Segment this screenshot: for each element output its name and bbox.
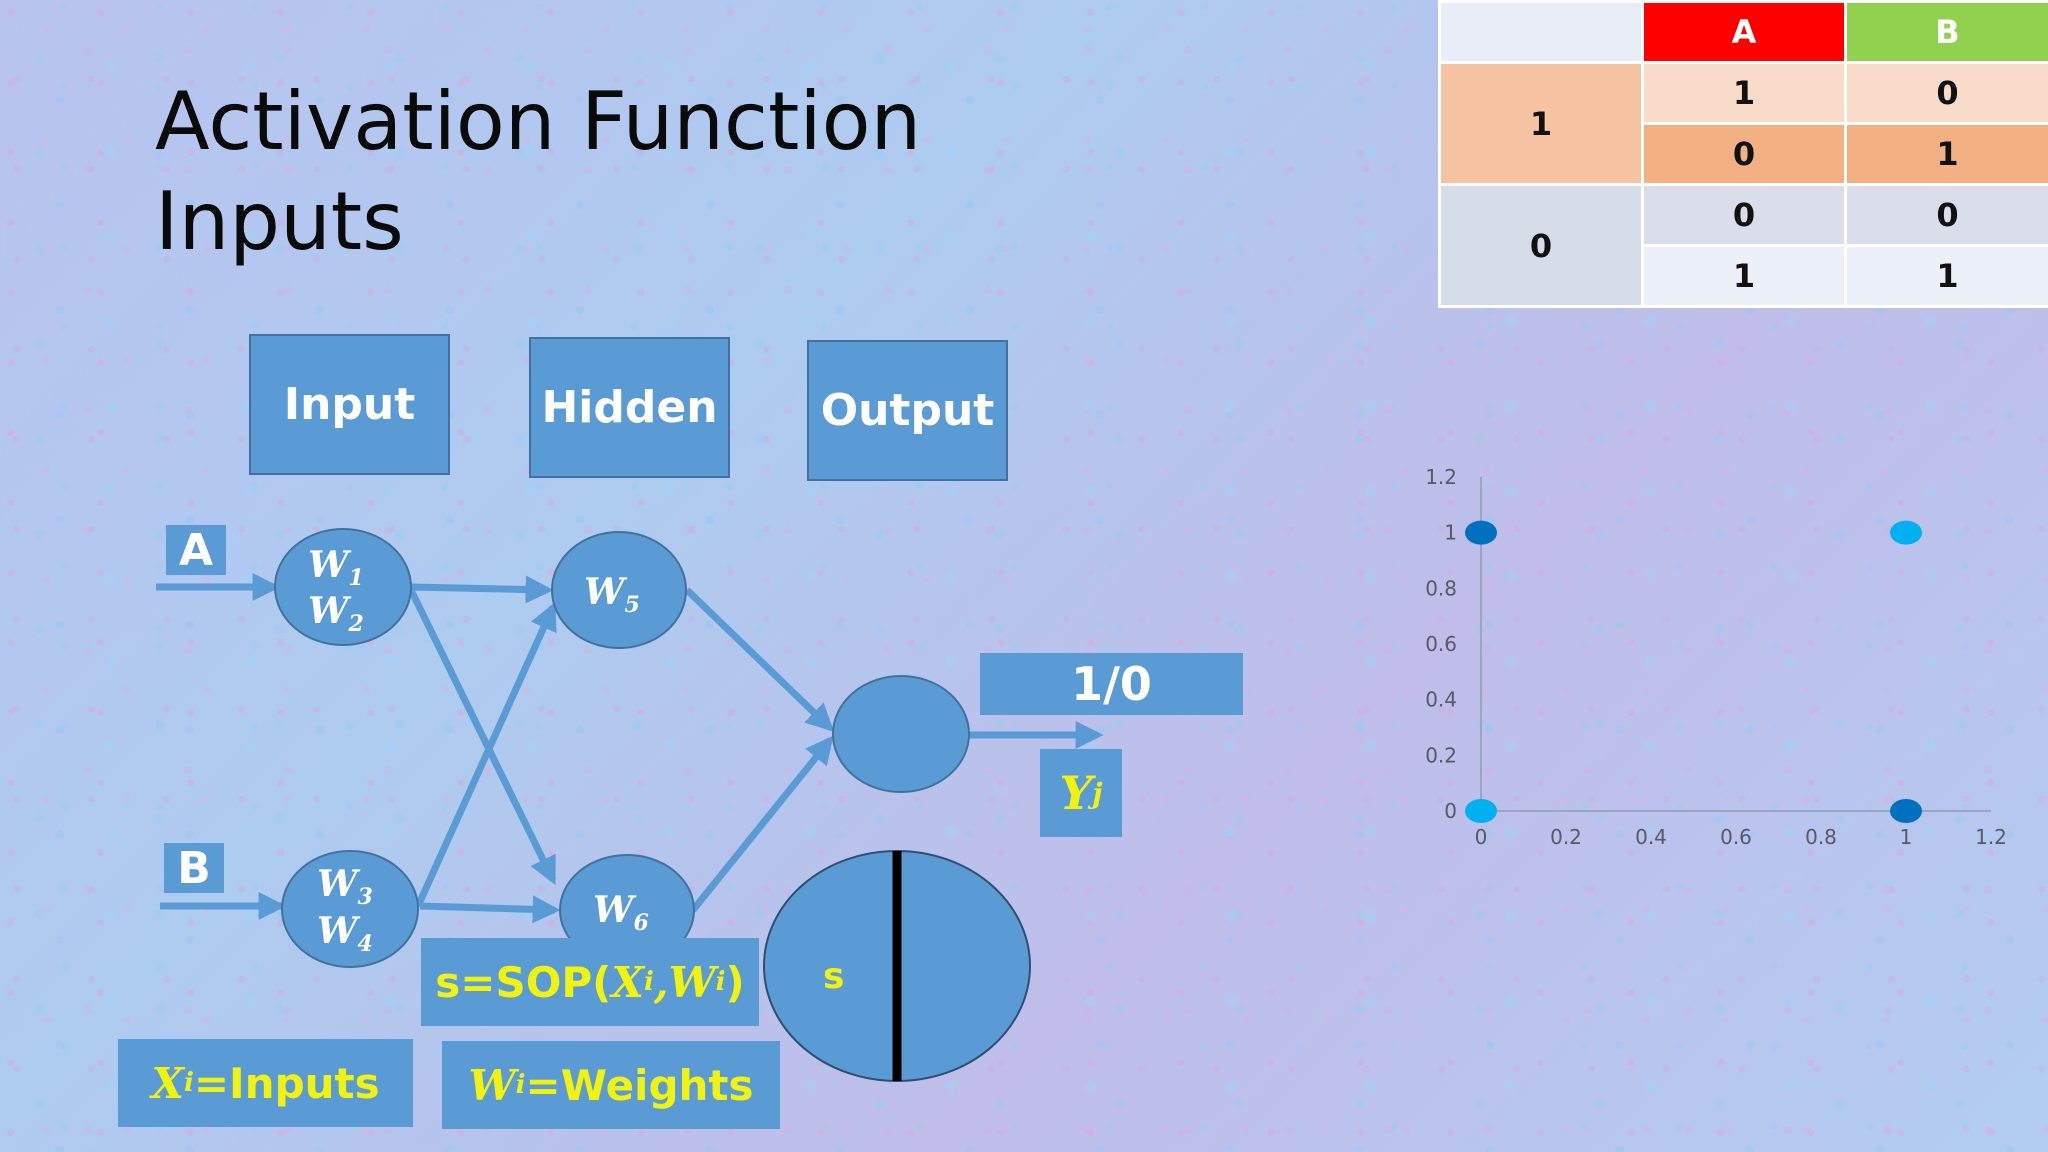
title-line-2: Inputs (155, 175, 404, 268)
sop-suffix: ) (725, 957, 745, 1007)
arrow-n2-n6 (419, 895, 561, 924)
input-layer-label: Input (249, 334, 450, 475)
node-w3-w4 (281, 850, 419, 968)
y-tick-label: 0.6 (1425, 632, 1457, 656)
scatter-point (1890, 520, 1922, 545)
chart-points (1465, 520, 1922, 823)
weights-w-sub: i (515, 1070, 526, 1100)
node-label-w2: W2 (308, 590, 364, 637)
sop-w: W (668, 957, 716, 1007)
truth-table-output-cell: 1 (1438, 61, 1644, 186)
x-tick-label: 1 (1900, 825, 1913, 849)
scatter-point (1890, 799, 1922, 823)
sop-x-sub: i (643, 967, 654, 997)
output-layer-text: Output (820, 385, 995, 436)
truth-table-cell: 0 (1641, 183, 1847, 247)
neuron-sum-label: s (823, 956, 844, 997)
output-value-box: 1/0 (980, 653, 1243, 715)
sop-w-sub: i (715, 967, 726, 997)
truth-table-cell: 1 (1844, 244, 2048, 308)
node-label-w4: W4 (317, 910, 373, 957)
inputs-rest: =Inputs (193, 1058, 380, 1108)
weights-w: W (468, 1060, 516, 1110)
inputs-x: X (151, 1058, 184, 1108)
y-tick-label: 0 (1444, 799, 1457, 823)
output-symbol-sub: j (1092, 776, 1103, 810)
truth-table-header-b: B (1844, 0, 2048, 64)
output-value-text: 1/0 (1071, 657, 1152, 711)
truth-table-row: 0 0 0 (1438, 183, 2048, 308)
truth-table-row: 1 1 (1440, 244, 2048, 308)
sop-prefix: s=SOP( (435, 957, 612, 1007)
truth-table-corner (1438, 0, 1644, 64)
arrow-n1-n6 (407, 588, 557, 886)
y-tick-label: 0.4 (1425, 688, 1457, 712)
truth-table-cell: 1 (1641, 61, 1847, 125)
truth-table-row: 0 1 (1440, 122, 2048, 186)
x-tick-label: 0.2 (1550, 825, 1582, 849)
sop-sep: , (653, 957, 669, 1007)
x-tick-label: 1.2 (1975, 825, 2007, 849)
y-tick-label: 1.2 (1425, 465, 1457, 489)
arrow-n6-out (690, 735, 834, 913)
arrow-n5-out (684, 587, 835, 732)
node-w1-w2 (274, 528, 412, 646)
output-layer-label: Output (807, 340, 1008, 481)
y-tick-label: 0.2 (1425, 743, 1457, 767)
truth-table-cell: 0 (1844, 61, 2048, 125)
y-tick-label: 1 (1444, 521, 1457, 545)
input-layer-text: Input (283, 379, 416, 430)
node-w5 (551, 531, 687, 649)
x-tick-label: 0 (1475, 825, 1488, 849)
truth-table-cell: 0 (1844, 183, 2048, 247)
hidden-layer-label: Hidden (529, 337, 730, 478)
chart-ticks: 0 0.2 0.4 0.6 0.8 1 1.2 0 0.2 0.4 0.6 0.8 1 1.2 (1425, 465, 2007, 849)
truth-table: A B 1 1 0 0 1 0 0 0 1 1 (1438, 0, 2048, 308)
x-tick-label: 0.6 (1720, 825, 1752, 849)
inputs-x-sub: i (183, 1068, 194, 1098)
title-line-1: Activation Function (155, 75, 922, 168)
node-label-w5: W5 (584, 571, 640, 618)
truth-table-header-a: A (1641, 0, 1847, 64)
truth-table-row: 1 1 0 (1438, 61, 2048, 186)
scatter-point (1465, 520, 1497, 545)
node-output (832, 675, 970, 793)
node-label-w1: W1 (308, 544, 364, 591)
hidden-layer-text: Hidden (541, 382, 718, 433)
truth-table-output-cell: 0 (1438, 183, 1644, 308)
y-tick-label: 0.8 (1425, 576, 1457, 600)
scatter-point (1465, 799, 1497, 823)
input-b-label: B (164, 842, 224, 894)
slide-title: Activation Function Inputs (155, 72, 921, 272)
output-symbol-y: Y (1059, 766, 1093, 820)
weights-rest: =Weights (525, 1060, 754, 1110)
arrow-n2-n5 (414, 601, 557, 908)
node-label-w6: W6 (593, 889, 649, 936)
node-label-w3: W3 (317, 863, 373, 910)
input-a-label: A (166, 524, 226, 576)
truth-table-cell: 1 (1641, 244, 1847, 308)
input-b-text: B (177, 842, 211, 894)
truth-table-cell: 1 (1844, 122, 2048, 186)
truth-table-cell: 0 (1641, 122, 1847, 186)
x-tick-label: 0.8 (1805, 825, 1837, 849)
sop-x: X (611, 957, 644, 1007)
x-tick-label: 0.4 (1635, 825, 1667, 849)
arrow-n1-n5 (410, 575, 554, 604)
input-a-text: A (178, 524, 214, 576)
truth-table-header-row: A B (1438, 0, 2048, 64)
